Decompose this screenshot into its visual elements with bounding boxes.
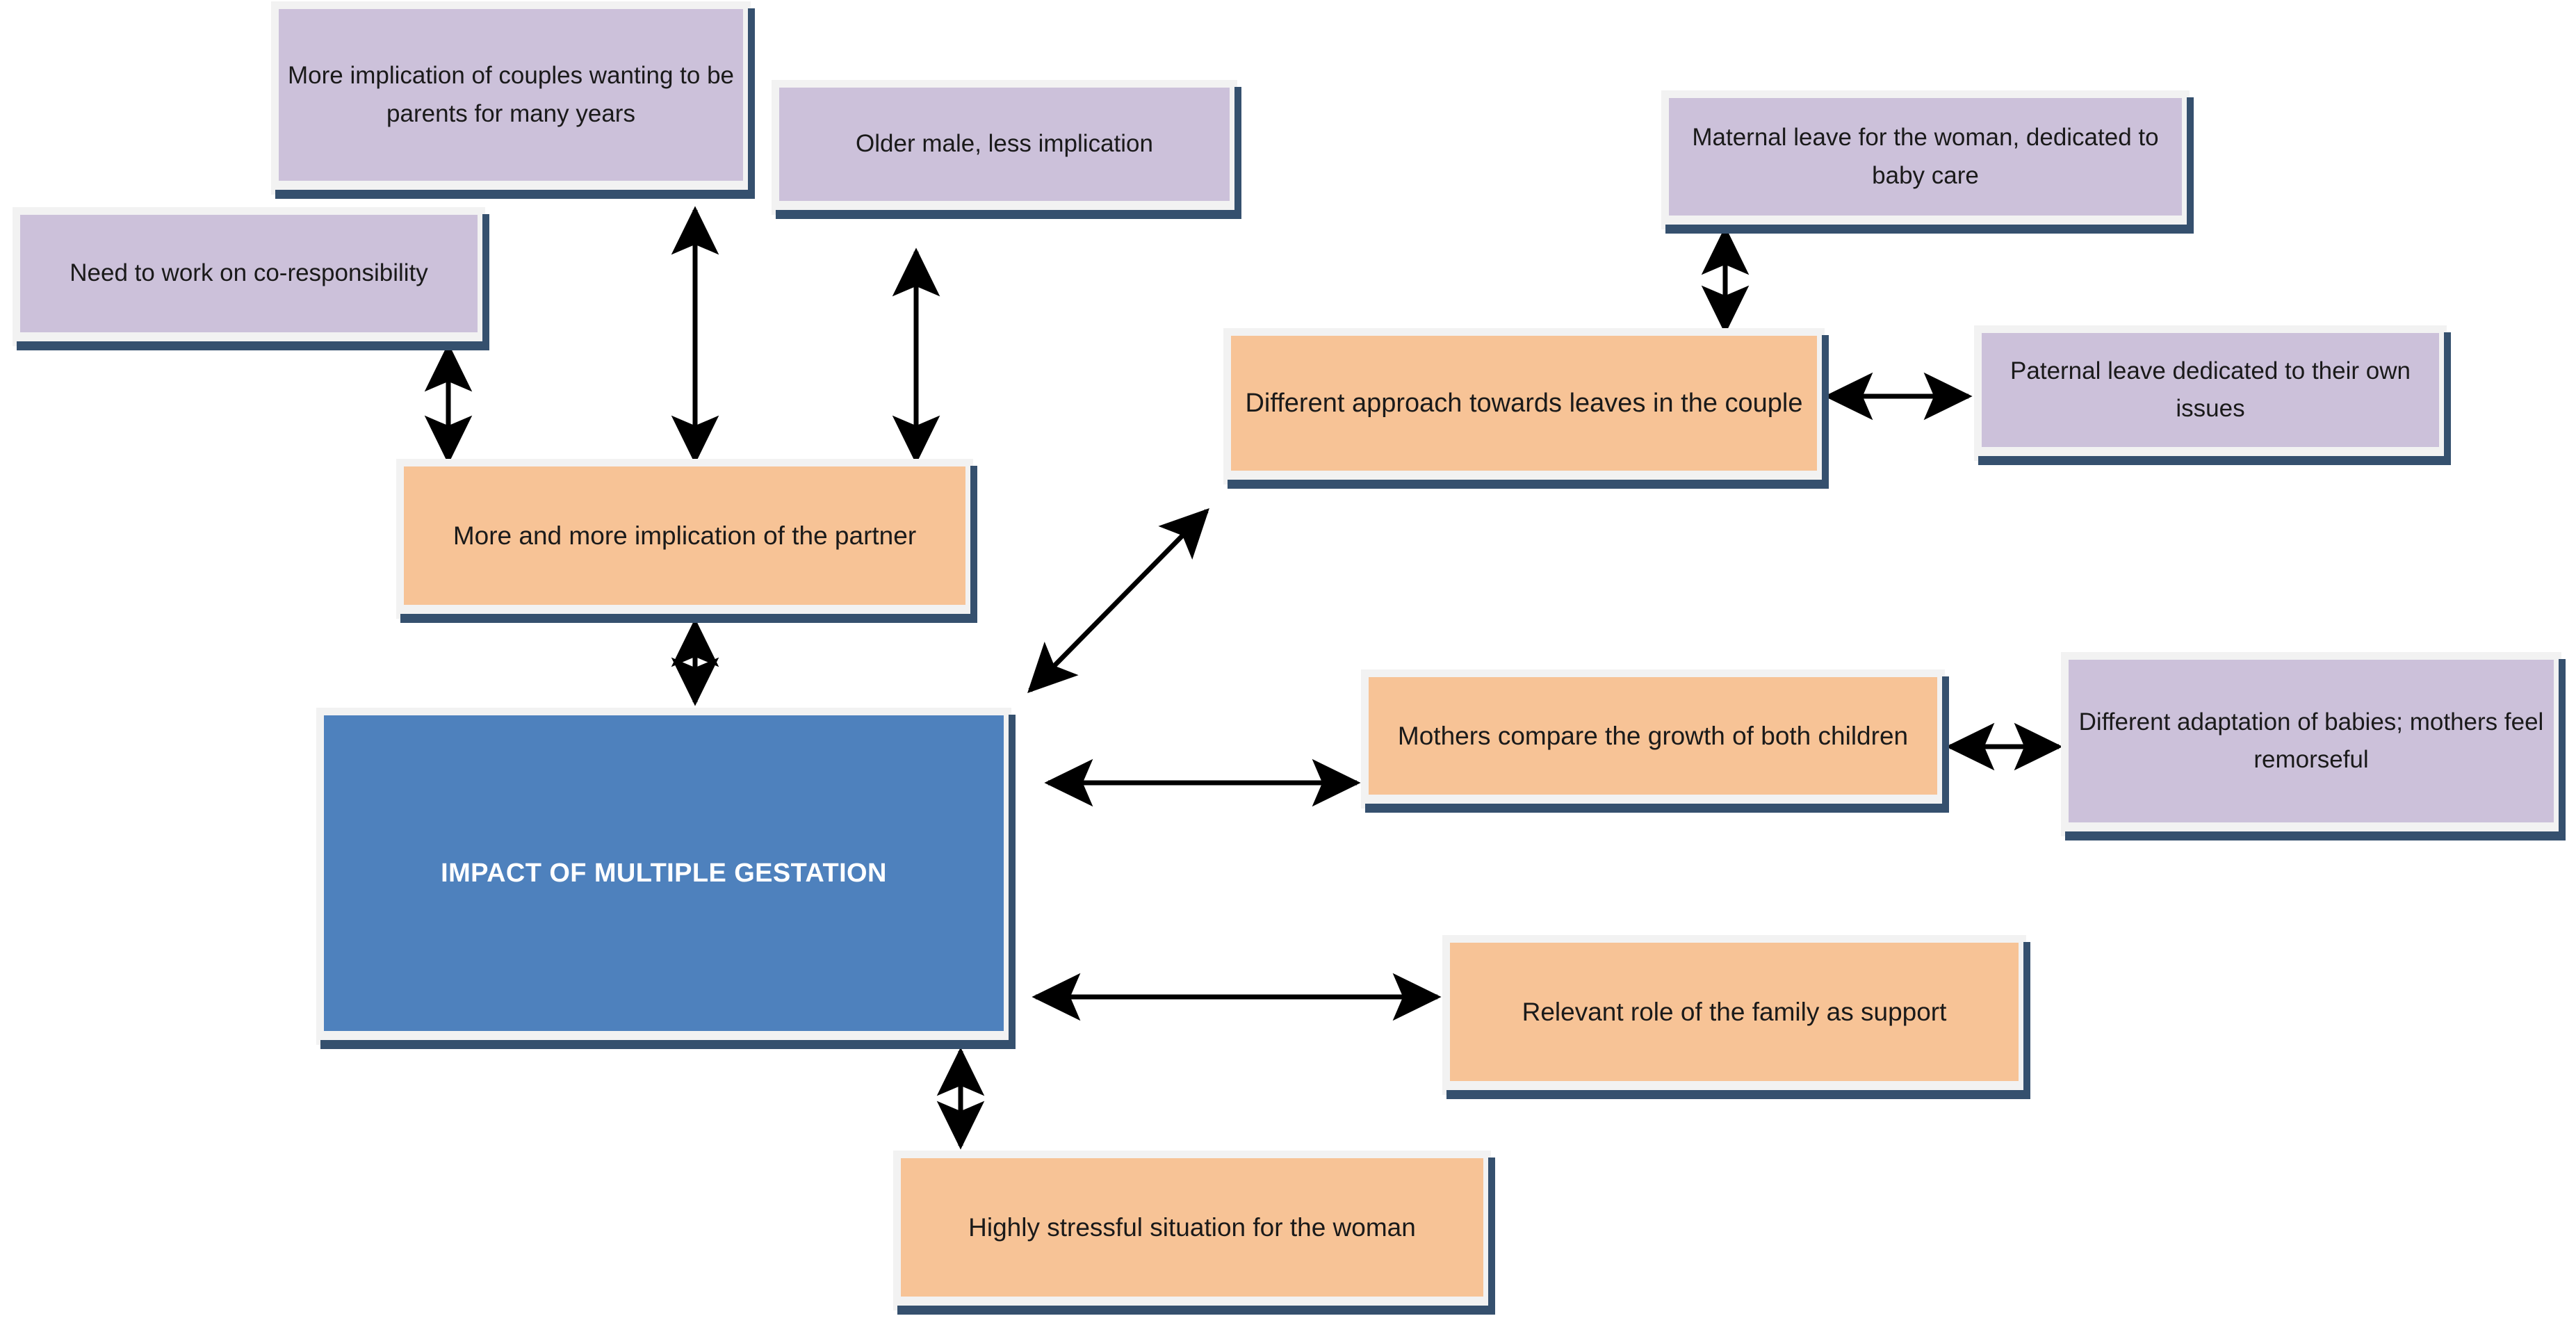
node-stressful-situation[interactable]: Highly stressful situation for the woman: [893, 1151, 1495, 1315]
node-older-male[interactable]: Older male, less implication: [772, 80, 1241, 219]
node-label: Highly stressful situation for the woman: [901, 1158, 1483, 1297]
node-leaves-approach[interactable]: Different approach towards leaves in the…: [1223, 328, 1829, 489]
node-label: Older male, less implication: [779, 88, 1230, 201]
node-label: Relevant role of the family as support: [1450, 943, 2019, 1081]
page-title: IMPACT OF MULTIPLE GESTATION: [324, 715, 1004, 1031]
node-maternal-leave[interactable]: Maternal leave for the woman, dedicated …: [1661, 90, 2194, 234]
node-co-responsibility[interactable]: Need to work on co-responsibility: [13, 207, 489, 350]
node-label: Mothers compare the growth of both child…: [1369, 677, 1937, 795]
node-label: Need to work on co-responsibility: [20, 215, 478, 332]
node-label: More implication of couples wanting to b…: [279, 9, 743, 181]
connector-center-leaves: [1027, 508, 1209, 693]
node-label: More and more implication of the partner: [404, 466, 965, 605]
node-center-impact[interactable]: IMPACT OF MULTIPLE GESTATION: [316, 708, 1016, 1049]
node-label: Different adaptation of babies; mothers …: [2069, 660, 2554, 822]
node-more-implication-couples[interactable]: More implication of couples wanting to b…: [271, 1, 755, 199]
node-label: Maternal leave for the woman, dedicated …: [1669, 98, 2182, 216]
node-mothers-compare[interactable]: Mothers compare the growth of both child…: [1361, 669, 1949, 813]
node-different-adaptation[interactable]: Different adaptation of babies; mothers …: [2061, 652, 2566, 840]
node-label: Paternal leave dedicated to their own is…: [1982, 333, 2439, 447]
node-family-support[interactable]: Relevant role of the family as support: [1442, 935, 2030, 1099]
node-label: Different approach towards leaves in the…: [1231, 336, 1817, 471]
node-partner-implication[interactable]: More and more implication of the partner: [396, 459, 977, 623]
node-paternal-leave[interactable]: Paternal leave dedicated to their own is…: [1974, 325, 2451, 465]
